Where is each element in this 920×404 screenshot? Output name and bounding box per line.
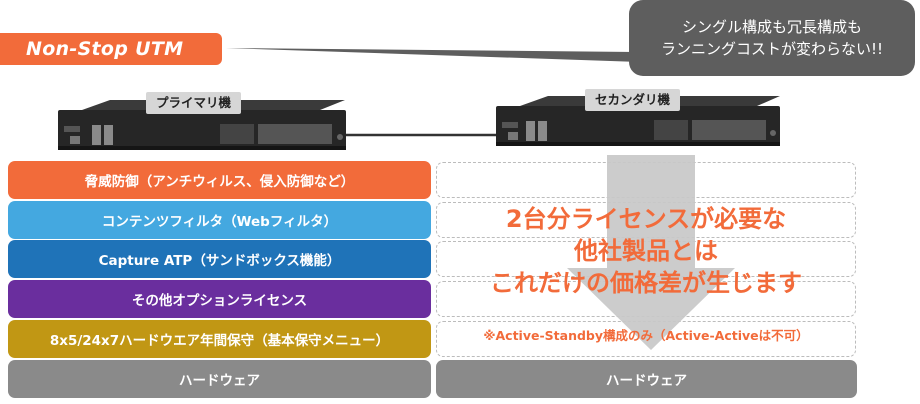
threat-prevention-bar: 脅威防御（アンチウィルス、侵入防御など） <box>8 161 431 199</box>
message-line-3: これだけの価格差が生じます <box>490 269 802 297</box>
title-banner: Non-Stop UTM <box>0 33 222 65</box>
hardware-bar-primary: ハードウェア <box>8 360 431 398</box>
callout-line-2: ランニングコストが変わらない!! <box>660 40 884 58</box>
hardware-support-bar: 8x5/24x7ハードウエア年間保守（基本保守メニュー） <box>8 320 431 358</box>
content-filter-bar: コンテンツフィルタ（Webフィルタ） <box>8 201 431 239</box>
price-difference-message: 2台分ライセンスが必要な 他社製品とは これだけの価格差が生じます <box>440 203 852 299</box>
message-line-2: 他社製品とは <box>574 237 718 265</box>
active-standby-note: ※Active-Standby構成のみ（Active-Activeは不可） <box>483 328 809 343</box>
capture-atp-bar: Capture ATP（サンドボックス機能） <box>8 240 431 278</box>
hardware-bar-secondary: ハードウェア <box>436 360 857 398</box>
primary-device-label: プライマリ機 <box>146 92 242 114</box>
option-license-bar: その他オプションライセンス <box>8 280 431 318</box>
title-text: Non-Stop UTM <box>26 38 184 60</box>
message-line-1: 2台分ライセンスが必要な <box>505 205 787 233</box>
callout-line-1: シングル構成も冗長構成も <box>681 18 862 36</box>
secondary-device-label: セカンダリ機 <box>585 89 681 111</box>
callout-bubble: シングル構成も冗長構成も ランニングコストが変わらない!! <box>629 0 915 76</box>
